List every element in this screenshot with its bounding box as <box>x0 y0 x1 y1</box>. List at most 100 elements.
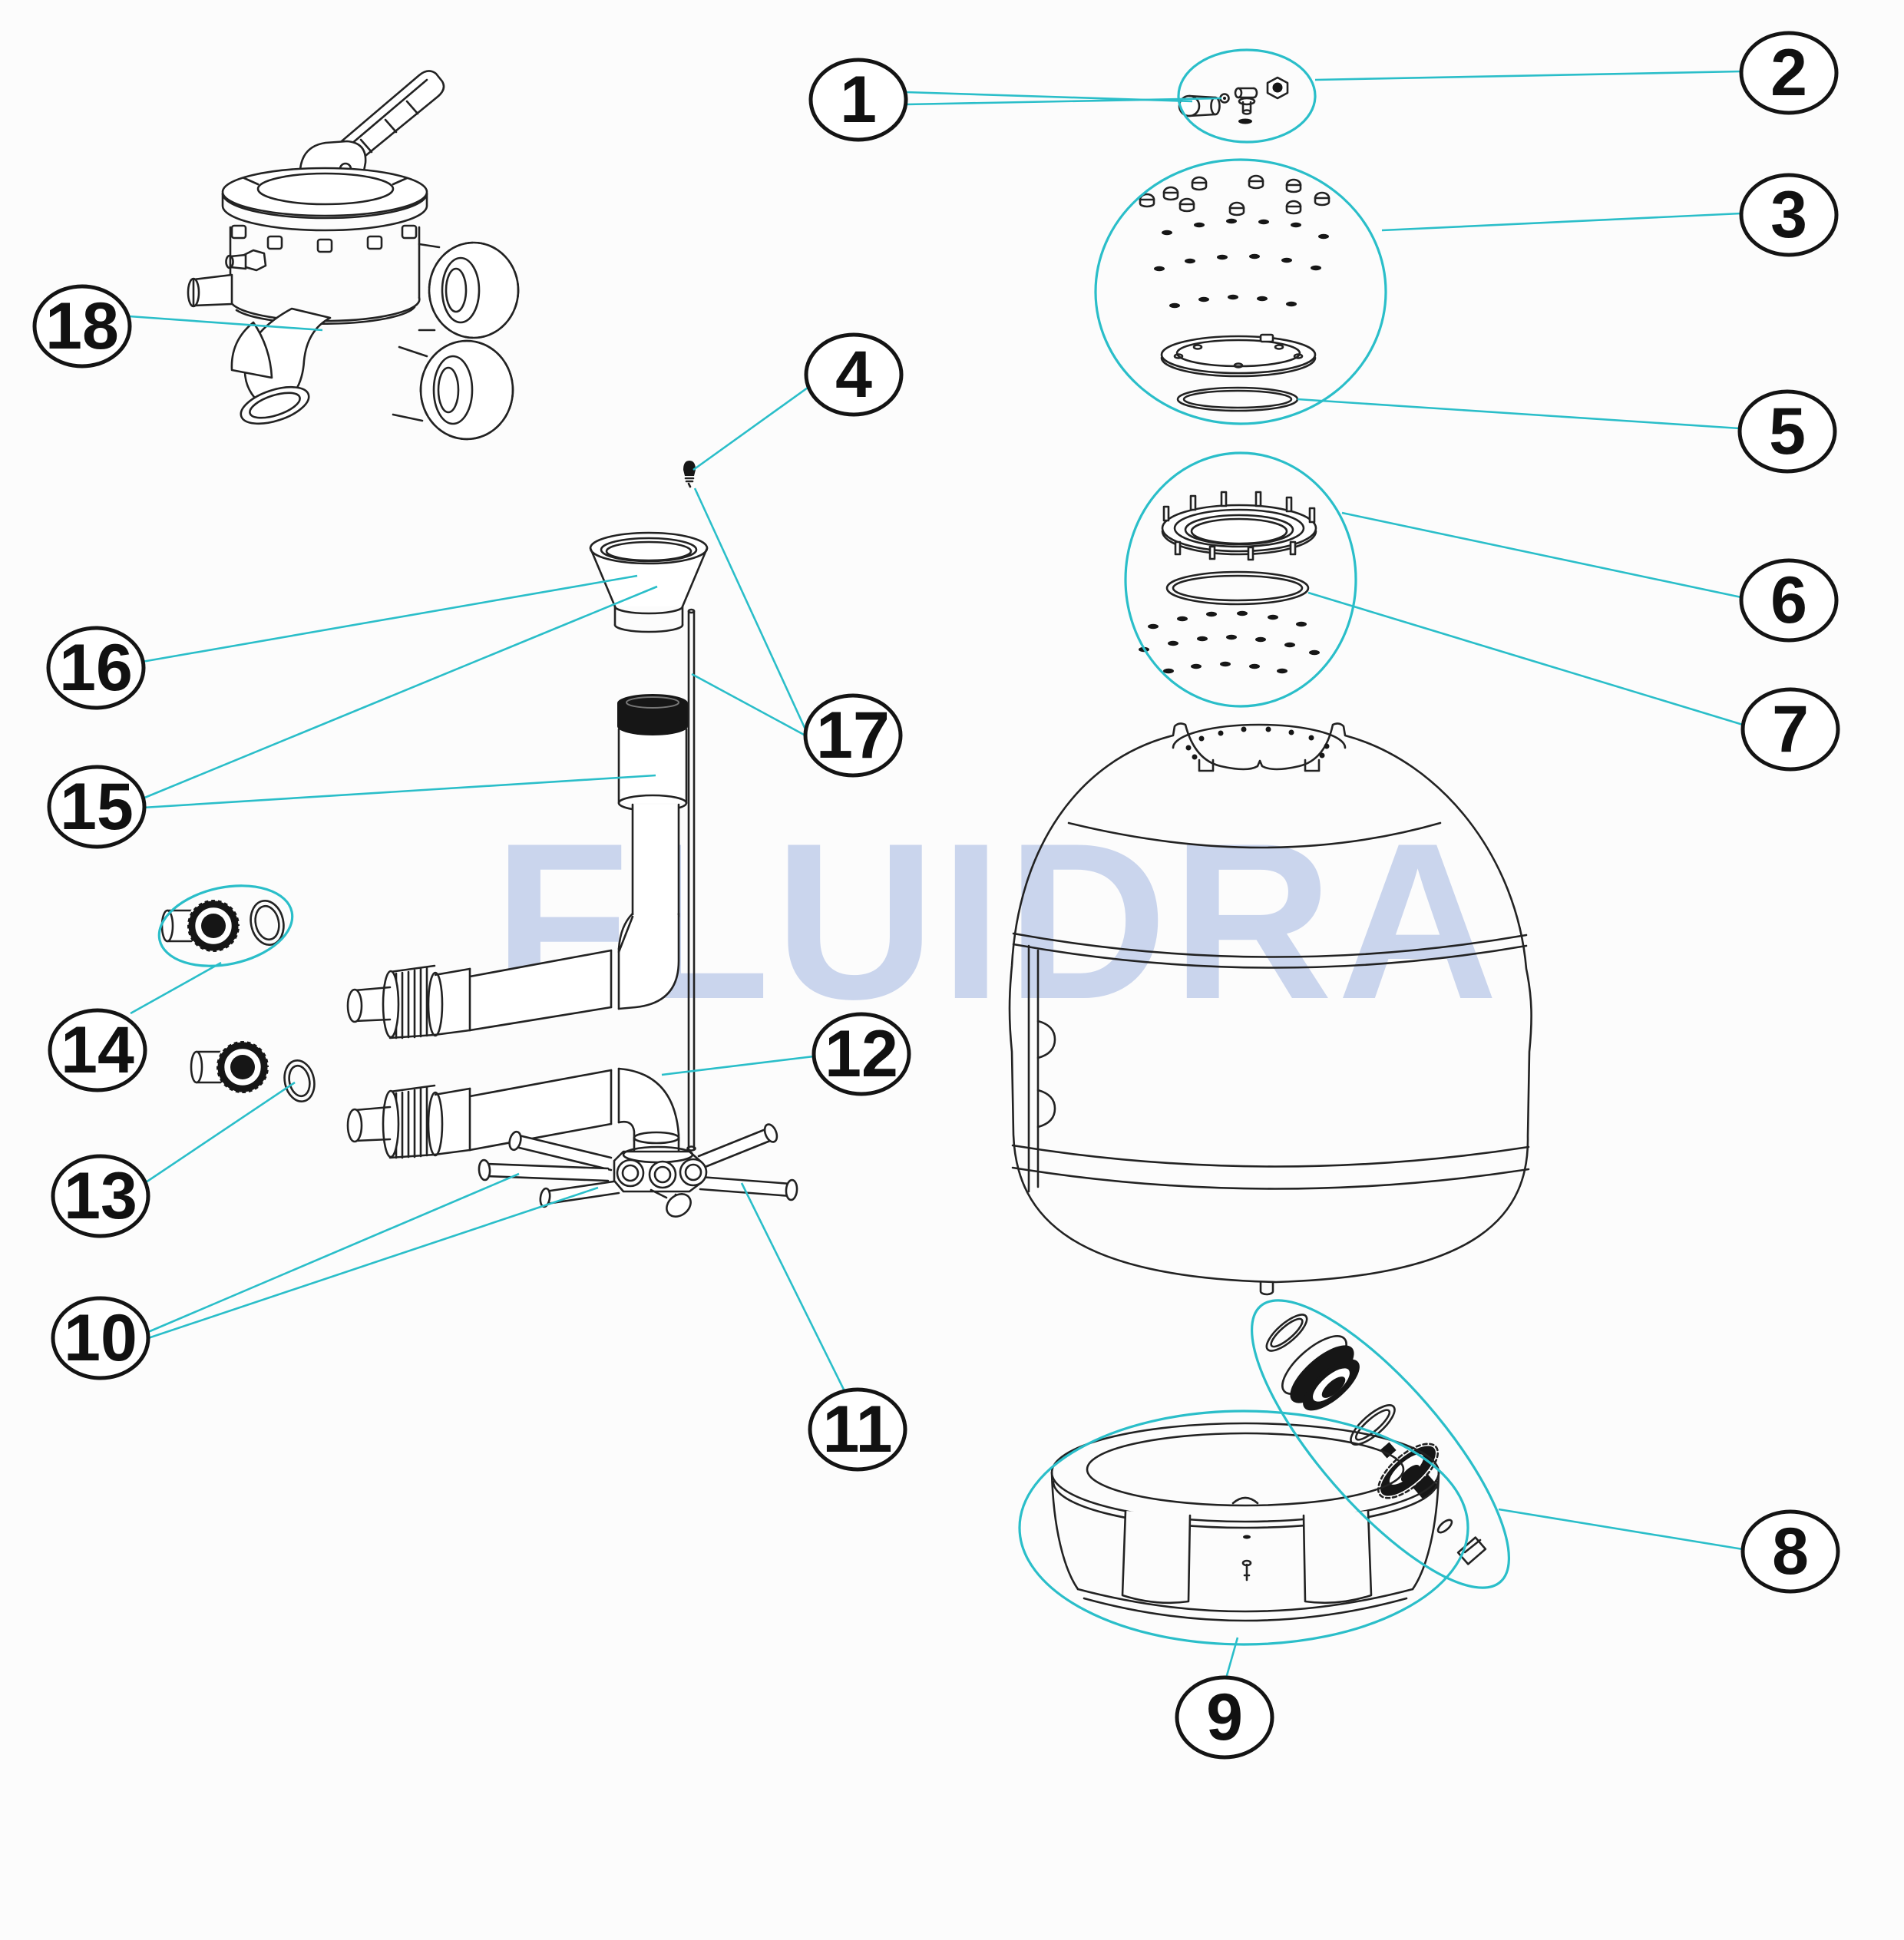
base-stand-drawing <box>1050 1422 1440 1622</box>
media-guard-cylinder-drawing <box>617 694 688 812</box>
callout-bubble-15[interactable] <box>47 765 147 849</box>
callout-bubble-9[interactable] <box>1175 1675 1274 1760</box>
callout-bubble-4[interactable] <box>804 332 904 417</box>
sand-funnel-drawing <box>589 531 709 633</box>
callout-1[interactable]: 1 <box>808 58 908 142</box>
leader-line-11 <box>740 1182 846 1392</box>
leader-line-5 <box>1297 398 1740 430</box>
leader-line-14 <box>130 961 222 1015</box>
callout-8[interactable]: 8 <box>1740 1509 1840 1594</box>
callout-16[interactable]: 16 <box>46 626 146 710</box>
callout-11[interactable]: 11 <box>808 1387 907 1472</box>
callout-bubble-6[interactable] <box>1739 558 1839 643</box>
leader-line-15 <box>142 585 658 800</box>
callout-bubble-17[interactable] <box>803 693 903 778</box>
callout-18[interactable]: 18 <box>32 284 132 369</box>
callout-bubble-16[interactable] <box>46 626 146 710</box>
leader-line-6 <box>1341 511 1742 599</box>
leader-line-7 <box>1307 591 1744 726</box>
leader-line-15 <box>142 774 656 809</box>
callout-number-17: 17 <box>816 699 890 772</box>
callout-number-3: 3 <box>1770 178 1807 252</box>
enclosure-circles <box>157 48 1511 1646</box>
lid-parts-drawing <box>1139 174 1330 412</box>
leader-line-10 <box>147 1172 520 1334</box>
callout-bubble-12[interactable] <box>812 1012 911 1096</box>
enclosure-drain-parts <box>1250 1299 1511 1589</box>
callout-bubble-7[interactable] <box>1740 687 1840 772</box>
leader-line-1 <box>905 97 1222 106</box>
callout-number-8: 8 <box>1772 1515 1809 1588</box>
callout-bubble-11[interactable] <box>808 1387 907 1472</box>
callout-number-6: 6 <box>1770 563 1807 637</box>
callout-number-1: 1 <box>840 63 877 137</box>
callout-bubble-14[interactable] <box>48 1008 147 1092</box>
collector-hub-drawing <box>478 1123 798 1218</box>
leader-line-17 <box>693 487 807 730</box>
upper-pipe-assembly-drawing <box>346 803 680 1039</box>
enclosure-base <box>1018 1410 1469 1646</box>
callout-number-12: 12 <box>825 1017 898 1091</box>
callout-13[interactable]: 13 <box>51 1154 150 1238</box>
enclosure-union-14 <box>157 884 294 967</box>
callout-bubble-1[interactable] <box>808 58 908 142</box>
lower-pipe-assembly-drawing <box>346 1067 680 1159</box>
multiport-valve-drawing <box>187 70 520 441</box>
callout-2[interactable]: 2 <box>1739 31 1839 115</box>
callout-number-9: 9 <box>1206 1681 1243 1754</box>
leader-line-17 <box>691 673 806 737</box>
filter-tank-drawing <box>1008 722 1532 1296</box>
callout-number-2: 2 <box>1770 36 1807 110</box>
union-fitting-14-drawing <box>160 898 285 953</box>
leader-line-16 <box>141 574 638 663</box>
callout-bubble-13[interactable] <box>51 1154 150 1238</box>
callout-bubble-18[interactable] <box>32 284 132 369</box>
callout-17[interactable]: 17 <box>803 693 903 778</box>
callout-number-7: 7 <box>1772 692 1809 766</box>
enclosure-lid-parts <box>1094 158 1387 425</box>
callout-3[interactable]: 3 <box>1739 173 1839 257</box>
leader-layer <box>128 70 1744 1679</box>
gauge-fittings-drawing <box>1178 76 1289 124</box>
union-fitting-13-drawing <box>190 1039 316 1103</box>
callout-number-5: 5 <box>1769 395 1806 468</box>
callout-12[interactable]: 12 <box>812 1012 911 1096</box>
callout-bubble-3[interactable] <box>1739 173 1839 257</box>
leader-line-4 <box>693 386 808 471</box>
leader-line-13 <box>145 1081 296 1184</box>
leader-line-8 <box>1498 1508 1744 1551</box>
callout-14[interactable]: 14 <box>48 1008 147 1092</box>
callout-number-14: 14 <box>61 1013 134 1087</box>
leader-line-2 <box>1314 70 1742 81</box>
callout-bubble-10[interactable] <box>51 1296 150 1380</box>
drain-assembly-drawing <box>1265 1314 1487 1565</box>
callout-number-11: 11 <box>823 1393 893 1466</box>
callout-number-13: 13 <box>64 1159 137 1233</box>
callout-7[interactable]: 7 <box>1740 687 1840 772</box>
leader-line-12 <box>661 1055 815 1076</box>
callout-5[interactable]: 5 <box>1737 389 1837 474</box>
enclosure-gauge-parts <box>1177 48 1317 144</box>
callout-9[interactable]: 9 <box>1175 1675 1274 1760</box>
callout-bubble-2[interactable] <box>1739 31 1839 115</box>
callout-number-18: 18 <box>45 289 119 363</box>
callout-number-15: 15 <box>60 770 134 844</box>
callout-15[interactable]: 15 <box>47 765 147 849</box>
leader-line-18 <box>128 315 323 332</box>
leader-line-10 <box>147 1186 599 1340</box>
air-tube-drawing <box>686 608 696 1152</box>
callout-6[interactable]: 6 <box>1739 558 1839 643</box>
enclosure-clamp-ring <box>1124 451 1357 708</box>
callout-number-16: 16 <box>59 631 133 705</box>
callout-number-10: 10 <box>64 1301 137 1375</box>
leader-line-3 <box>1381 212 1742 232</box>
leader-line-9 <box>1225 1637 1239 1679</box>
callout-number-4: 4 <box>835 338 872 411</box>
callout-4[interactable]: 4 <box>804 332 904 417</box>
callout-bubble-8[interactable] <box>1740 1509 1840 1594</box>
callout-bubble-5[interactable] <box>1737 389 1837 474</box>
callout-10[interactable]: 10 <box>51 1296 150 1380</box>
